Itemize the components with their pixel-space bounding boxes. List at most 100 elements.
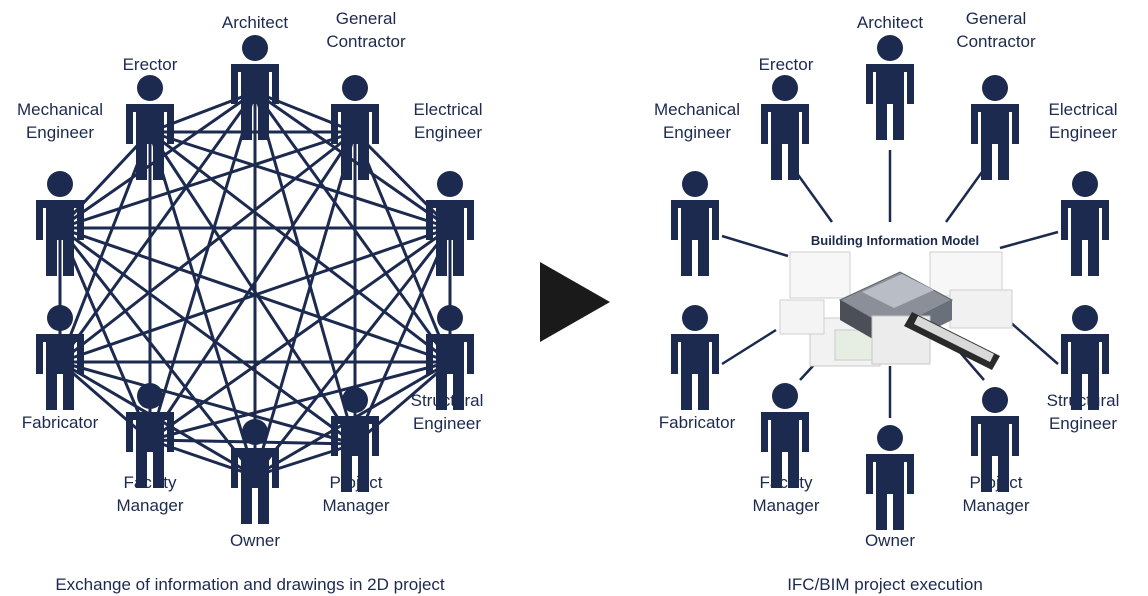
network-link bbox=[149, 130, 451, 230]
network-link bbox=[149, 130, 451, 364]
right-person-general-contractor-icon bbox=[971, 75, 1019, 180]
right-label-line: Fabricator bbox=[659, 413, 736, 432]
left-label-line: Owner bbox=[230, 531, 280, 550]
right-label-line: Architect bbox=[857, 13, 923, 32]
network-link bbox=[58, 227, 257, 477]
left-label-architect: Architect bbox=[222, 13, 288, 32]
right-label-line: Engineer bbox=[1049, 414, 1117, 433]
network-link bbox=[254, 90, 451, 230]
right-label-architect: Architect bbox=[857, 13, 923, 32]
left-label-fabricator: Fabricator bbox=[22, 413, 99, 432]
network-link bbox=[149, 360, 451, 442]
right-person-owner-icon bbox=[866, 425, 914, 530]
network-link bbox=[253, 131, 357, 477]
network-link bbox=[254, 90, 356, 134]
right-person-architect-icon bbox=[866, 35, 914, 140]
network-link bbox=[58, 227, 152, 441]
spoke-mechanical-engineer bbox=[721, 234, 789, 258]
network-link bbox=[59, 130, 356, 364]
left-label-line: Engineer bbox=[413, 414, 481, 433]
right-label-line: Engineer bbox=[1049, 123, 1117, 142]
right-person-erector-icon bbox=[761, 75, 809, 180]
right-label-line: Manager bbox=[962, 496, 1029, 515]
play-arrow-icon bbox=[540, 262, 610, 342]
left-network-lines bbox=[58, 90, 452, 478]
right-person-electrical-engineer-icon bbox=[1061, 171, 1109, 276]
network-link bbox=[59, 360, 356, 446]
right-person-mechanical-engineer-icon bbox=[671, 171, 719, 276]
right-label-line: Electrical bbox=[1049, 100, 1118, 119]
left-label-line: Manager bbox=[116, 496, 183, 515]
right-label-line: Owner bbox=[865, 531, 915, 550]
bim-model-graphic: Building Information Model bbox=[779, 233, 1013, 370]
spoke-structural-engineer bbox=[1009, 321, 1059, 365]
right-label-line: Facility bbox=[760, 473, 813, 492]
left-label-line: Engineer bbox=[26, 123, 94, 142]
left-label-line: Electrical bbox=[414, 100, 483, 119]
right-caption: IFC/BIM project execution bbox=[787, 575, 983, 594]
left-label-line: Facility bbox=[124, 473, 177, 492]
right-person-fabricator-icon bbox=[671, 305, 719, 410]
network-link bbox=[59, 226, 356, 446]
right-label-line: Contractor bbox=[956, 32, 1036, 51]
spoke-general-contractor bbox=[944, 171, 984, 223]
left-label-erector: Erector bbox=[123, 55, 178, 74]
network-link bbox=[148, 91, 257, 441]
network-link bbox=[59, 130, 356, 230]
right-label-fabricator: Fabricator bbox=[659, 413, 736, 432]
network-link bbox=[253, 227, 452, 477]
network-link bbox=[353, 131, 452, 363]
network-link bbox=[254, 442, 356, 478]
left-label-line: Contractor bbox=[326, 32, 406, 51]
right-hub-lines bbox=[721, 150, 1059, 418]
left-caption: Exchange of information and drawings in … bbox=[55, 575, 445, 594]
left-label-line: Engineer bbox=[414, 123, 482, 142]
right-label-line: Project bbox=[970, 473, 1023, 492]
network-link bbox=[148, 131, 357, 445]
network-link bbox=[58, 130, 152, 230]
left-label-line: Mechanical bbox=[17, 100, 103, 119]
bim-center-label: Building Information Model bbox=[811, 233, 979, 248]
right-label-line: General bbox=[966, 9, 1026, 28]
left-label-line: Structural bbox=[411, 391, 484, 410]
right-label-line: Erector bbox=[759, 55, 814, 74]
network-link bbox=[148, 131, 257, 477]
right-label-line: Structural bbox=[1047, 391, 1120, 410]
film-strip-icon bbox=[904, 312, 1000, 370]
network-link bbox=[59, 226, 451, 364]
network-link bbox=[354, 360, 451, 446]
spoke-fabricator bbox=[721, 328, 777, 366]
left-label-line: Fabricator bbox=[22, 413, 99, 432]
right-label-line: Engineer bbox=[663, 123, 731, 142]
network-link bbox=[58, 131, 152, 363]
network-link bbox=[353, 130, 452, 230]
right-label-line: Manager bbox=[752, 496, 819, 515]
right-label-erector: Erector bbox=[759, 55, 814, 74]
right-label-owner: Owner bbox=[865, 531, 915, 550]
left-label-line: Erector bbox=[123, 55, 178, 74]
network-link bbox=[59, 360, 151, 442]
spoke-erector bbox=[794, 171, 834, 223]
spoke-electrical-engineer bbox=[999, 230, 1059, 250]
left-label-line: Manager bbox=[322, 496, 389, 515]
left-label-line: Project bbox=[330, 473, 383, 492]
left-label-line: General bbox=[336, 9, 396, 28]
right-label-line: Mechanical bbox=[654, 100, 740, 119]
network-link bbox=[253, 91, 357, 445]
left-label-owner: Owner bbox=[230, 531, 280, 550]
